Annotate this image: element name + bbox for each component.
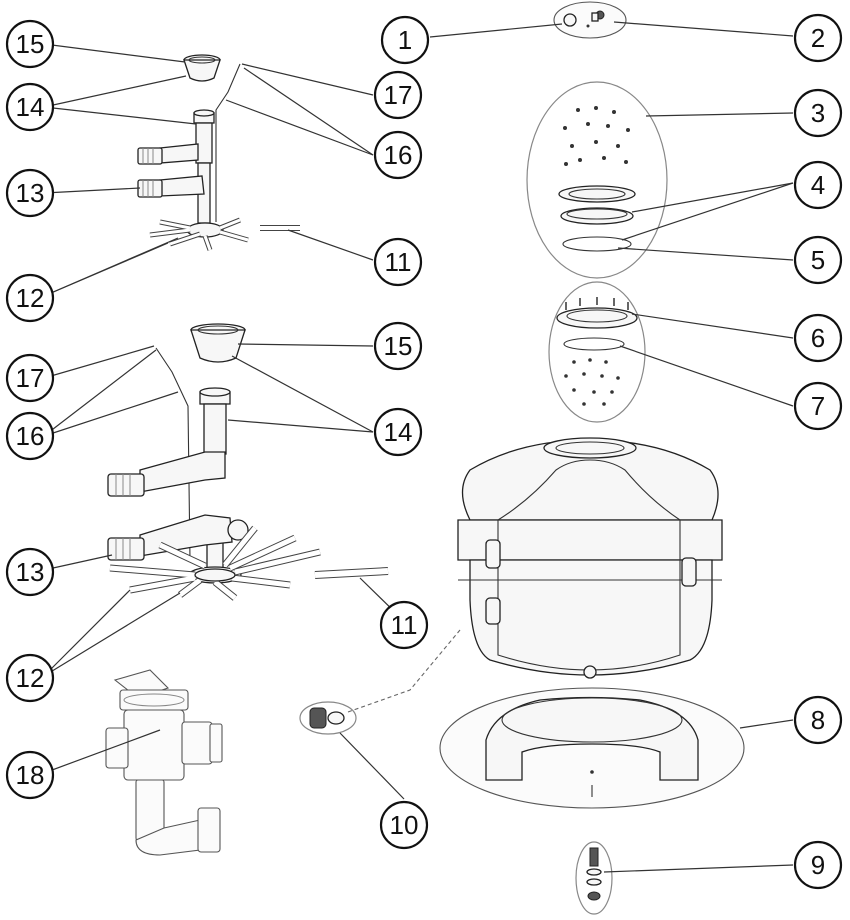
funnel-small xyxy=(183,54,221,82)
bolt-bubble xyxy=(575,841,613,915)
callout-17-top: 17 xyxy=(373,70,423,120)
callout-label: 14 xyxy=(16,92,45,122)
callout-11-bottom: 11 xyxy=(379,600,429,650)
callout-15-bottom: 15 xyxy=(373,321,423,371)
callout-label: 12 xyxy=(16,663,45,693)
callout-7: 7 xyxy=(793,381,843,431)
single-lateral-large xyxy=(314,567,389,579)
callout-11-top: 11 xyxy=(373,237,423,287)
callout-6: 6 xyxy=(793,313,843,363)
callout-label: 11 xyxy=(385,247,412,277)
callout-label: 8 xyxy=(811,705,825,735)
callout-label: 5 xyxy=(811,245,825,275)
callout-12-bottom: 12 xyxy=(5,653,55,703)
callout-17-bottom: 17 xyxy=(5,353,55,403)
diffuser-dots xyxy=(563,106,630,166)
callout-14-bottom: 14 xyxy=(373,407,423,457)
callout-label: 6 xyxy=(811,323,825,353)
lateral-hub-large xyxy=(109,525,321,601)
collector-pipe-small xyxy=(193,109,215,224)
callout-label: 12 xyxy=(16,283,45,313)
lateral-assembly-small xyxy=(137,54,300,251)
callout-label: 3 xyxy=(811,98,825,128)
callout-label: 16 xyxy=(16,421,45,451)
callout-label: 18 xyxy=(16,760,45,790)
diffuser-bubble xyxy=(526,81,668,279)
callout-9: 9 xyxy=(793,840,843,890)
callout-5: 5 xyxy=(793,235,843,285)
elbow-pipes-small xyxy=(137,143,205,198)
callout-2: 2 xyxy=(793,13,843,63)
manometer-plate xyxy=(553,1,627,39)
callout-12-top: 12 xyxy=(5,273,55,323)
callout-18: 18 xyxy=(5,750,55,800)
funnel-large xyxy=(190,323,246,363)
lid-bubble xyxy=(548,281,646,423)
callout-label: 11 xyxy=(391,610,418,640)
callout-16-bottom: 16 xyxy=(5,411,55,461)
callout-label: 4 xyxy=(811,170,825,200)
filter-tank xyxy=(457,437,723,679)
callout-label: 14 xyxy=(384,417,413,447)
callout-label: 7 xyxy=(811,391,825,421)
callout-label: 15 xyxy=(384,331,413,361)
callout-label: 15 xyxy=(16,29,45,59)
callout-13-top: 13 xyxy=(5,168,55,218)
lateral-hub-small xyxy=(149,217,249,251)
callout-13-bottom: 13 xyxy=(5,547,55,597)
callout-label: 2 xyxy=(811,23,825,53)
callout-3: 3 xyxy=(793,88,843,138)
callout-label: 10 xyxy=(390,810,419,840)
callout-15-top: 15 xyxy=(5,19,55,69)
elbow-pipes-large xyxy=(107,451,249,561)
callout-label: 16 xyxy=(384,140,413,170)
lid-dots xyxy=(564,358,620,406)
callout-label: 17 xyxy=(384,80,413,110)
drain-bubble xyxy=(299,629,461,735)
callout-label: 13 xyxy=(16,557,45,587)
air-tube-small xyxy=(215,63,241,222)
callout-label: 9 xyxy=(811,850,825,880)
callout-1: 1 xyxy=(380,15,430,65)
callout-8: 8 xyxy=(793,695,843,745)
tank-base xyxy=(439,687,745,809)
callout-label: 17 xyxy=(16,363,45,393)
lateral-assembly-large xyxy=(107,323,389,601)
callout-label: 1 xyxy=(398,25,412,55)
multiport-valve xyxy=(105,669,223,856)
callout-10: 10 xyxy=(379,800,429,850)
callout-16-top: 16 xyxy=(373,130,423,180)
callout-14-top: 14 xyxy=(5,82,55,132)
callout-label: 13 xyxy=(16,178,45,208)
callout-4: 4 xyxy=(793,160,843,210)
